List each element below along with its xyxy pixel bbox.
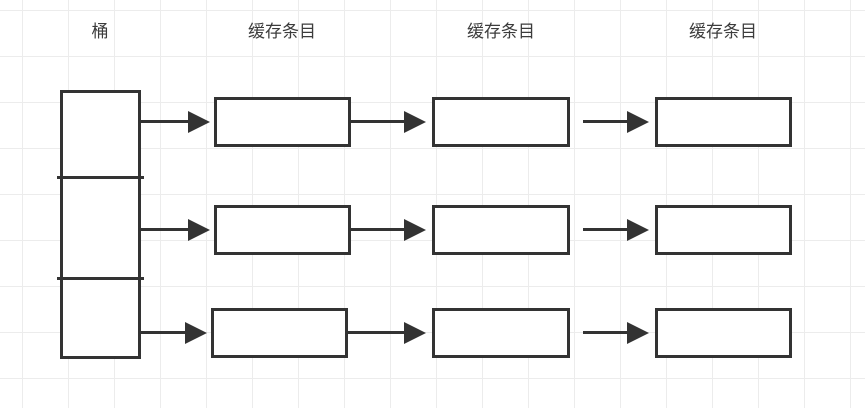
arrow-head-r2c1-r2c2 (404, 219, 426, 241)
connector-line-r2c1-r2c2 (351, 228, 407, 231)
cache-entry-box-r3c3[interactable] (655, 308, 792, 358)
arrow-head-bucket1-entry1 (188, 219, 210, 241)
column-label-cache-entry-1: 缓存条目 (248, 22, 316, 42)
arrow-head-r3c2-r3c3 (627, 322, 649, 344)
cache-entry-box-r3c1[interactable] (211, 308, 348, 358)
arrow-head-r2c2-r2c3 (627, 219, 649, 241)
cache-entry-box-r2c3[interactable] (655, 205, 792, 255)
cache-entry-box-r2c2[interactable] (432, 205, 570, 255)
cache-entry-box-r1c2[interactable] (432, 97, 570, 147)
arrow-head-r1c2-r1c3 (627, 111, 649, 133)
cache-entry-box-r3c2[interactable] (432, 308, 570, 358)
bucket-divider-2 (57, 277, 144, 280)
connector-line-bucket0-entry1 (141, 120, 192, 123)
connector-line-r1c1-r1c2 (351, 120, 407, 123)
bucket-cell-1[interactable] (63, 182, 138, 268)
arrow-head-r3c1-r3c2 (404, 322, 426, 344)
column-label-cache-entry-3: 缓存条目 (689, 22, 757, 42)
arrow-head-r1c1-r1c2 (404, 111, 426, 133)
connector-line-r3c1-r3c2 (348, 331, 407, 334)
connector-line-r1c2-r1c3 (583, 120, 629, 123)
bucket-column[interactable] (60, 90, 141, 359)
arrow-head-bucket0-entry1 (188, 111, 210, 133)
connector-line-bucket2-entry1 (141, 331, 189, 334)
bucket-divider-1 (57, 176, 144, 179)
column-label-cache-entry-2: 缓存条目 (467, 22, 535, 42)
arrow-head-bucket2-entry1 (185, 322, 207, 344)
cache-entry-box-r1c1[interactable] (214, 97, 351, 147)
connector-line-r2c2-r2c3 (583, 228, 629, 231)
connector-line-r3c2-r3c3 (583, 331, 629, 334)
cache-entry-box-r2c1[interactable] (214, 205, 351, 255)
connector-line-bucket1-entry1 (141, 228, 192, 231)
cache-entry-box-r1c3[interactable] (655, 97, 792, 147)
column-label-bucket: 桶 (91, 22, 109, 42)
bucket-cell-0[interactable] (63, 93, 138, 179)
bucket-cell-2[interactable] (63, 271, 138, 356)
